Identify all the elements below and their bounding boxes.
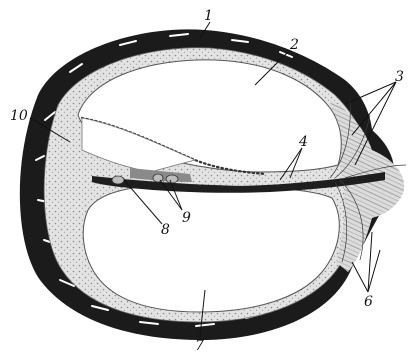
label-7: 7 xyxy=(195,338,204,354)
label-2: 2 xyxy=(289,37,299,53)
label-1: 1 xyxy=(204,8,213,24)
label-10: 10 xyxy=(10,108,28,124)
label-9: 9 xyxy=(182,210,191,226)
label-8: 8 xyxy=(161,222,170,238)
label-6: 6 xyxy=(364,294,373,310)
label-3: 3 xyxy=(395,69,404,85)
label-4: 4 xyxy=(298,134,308,150)
